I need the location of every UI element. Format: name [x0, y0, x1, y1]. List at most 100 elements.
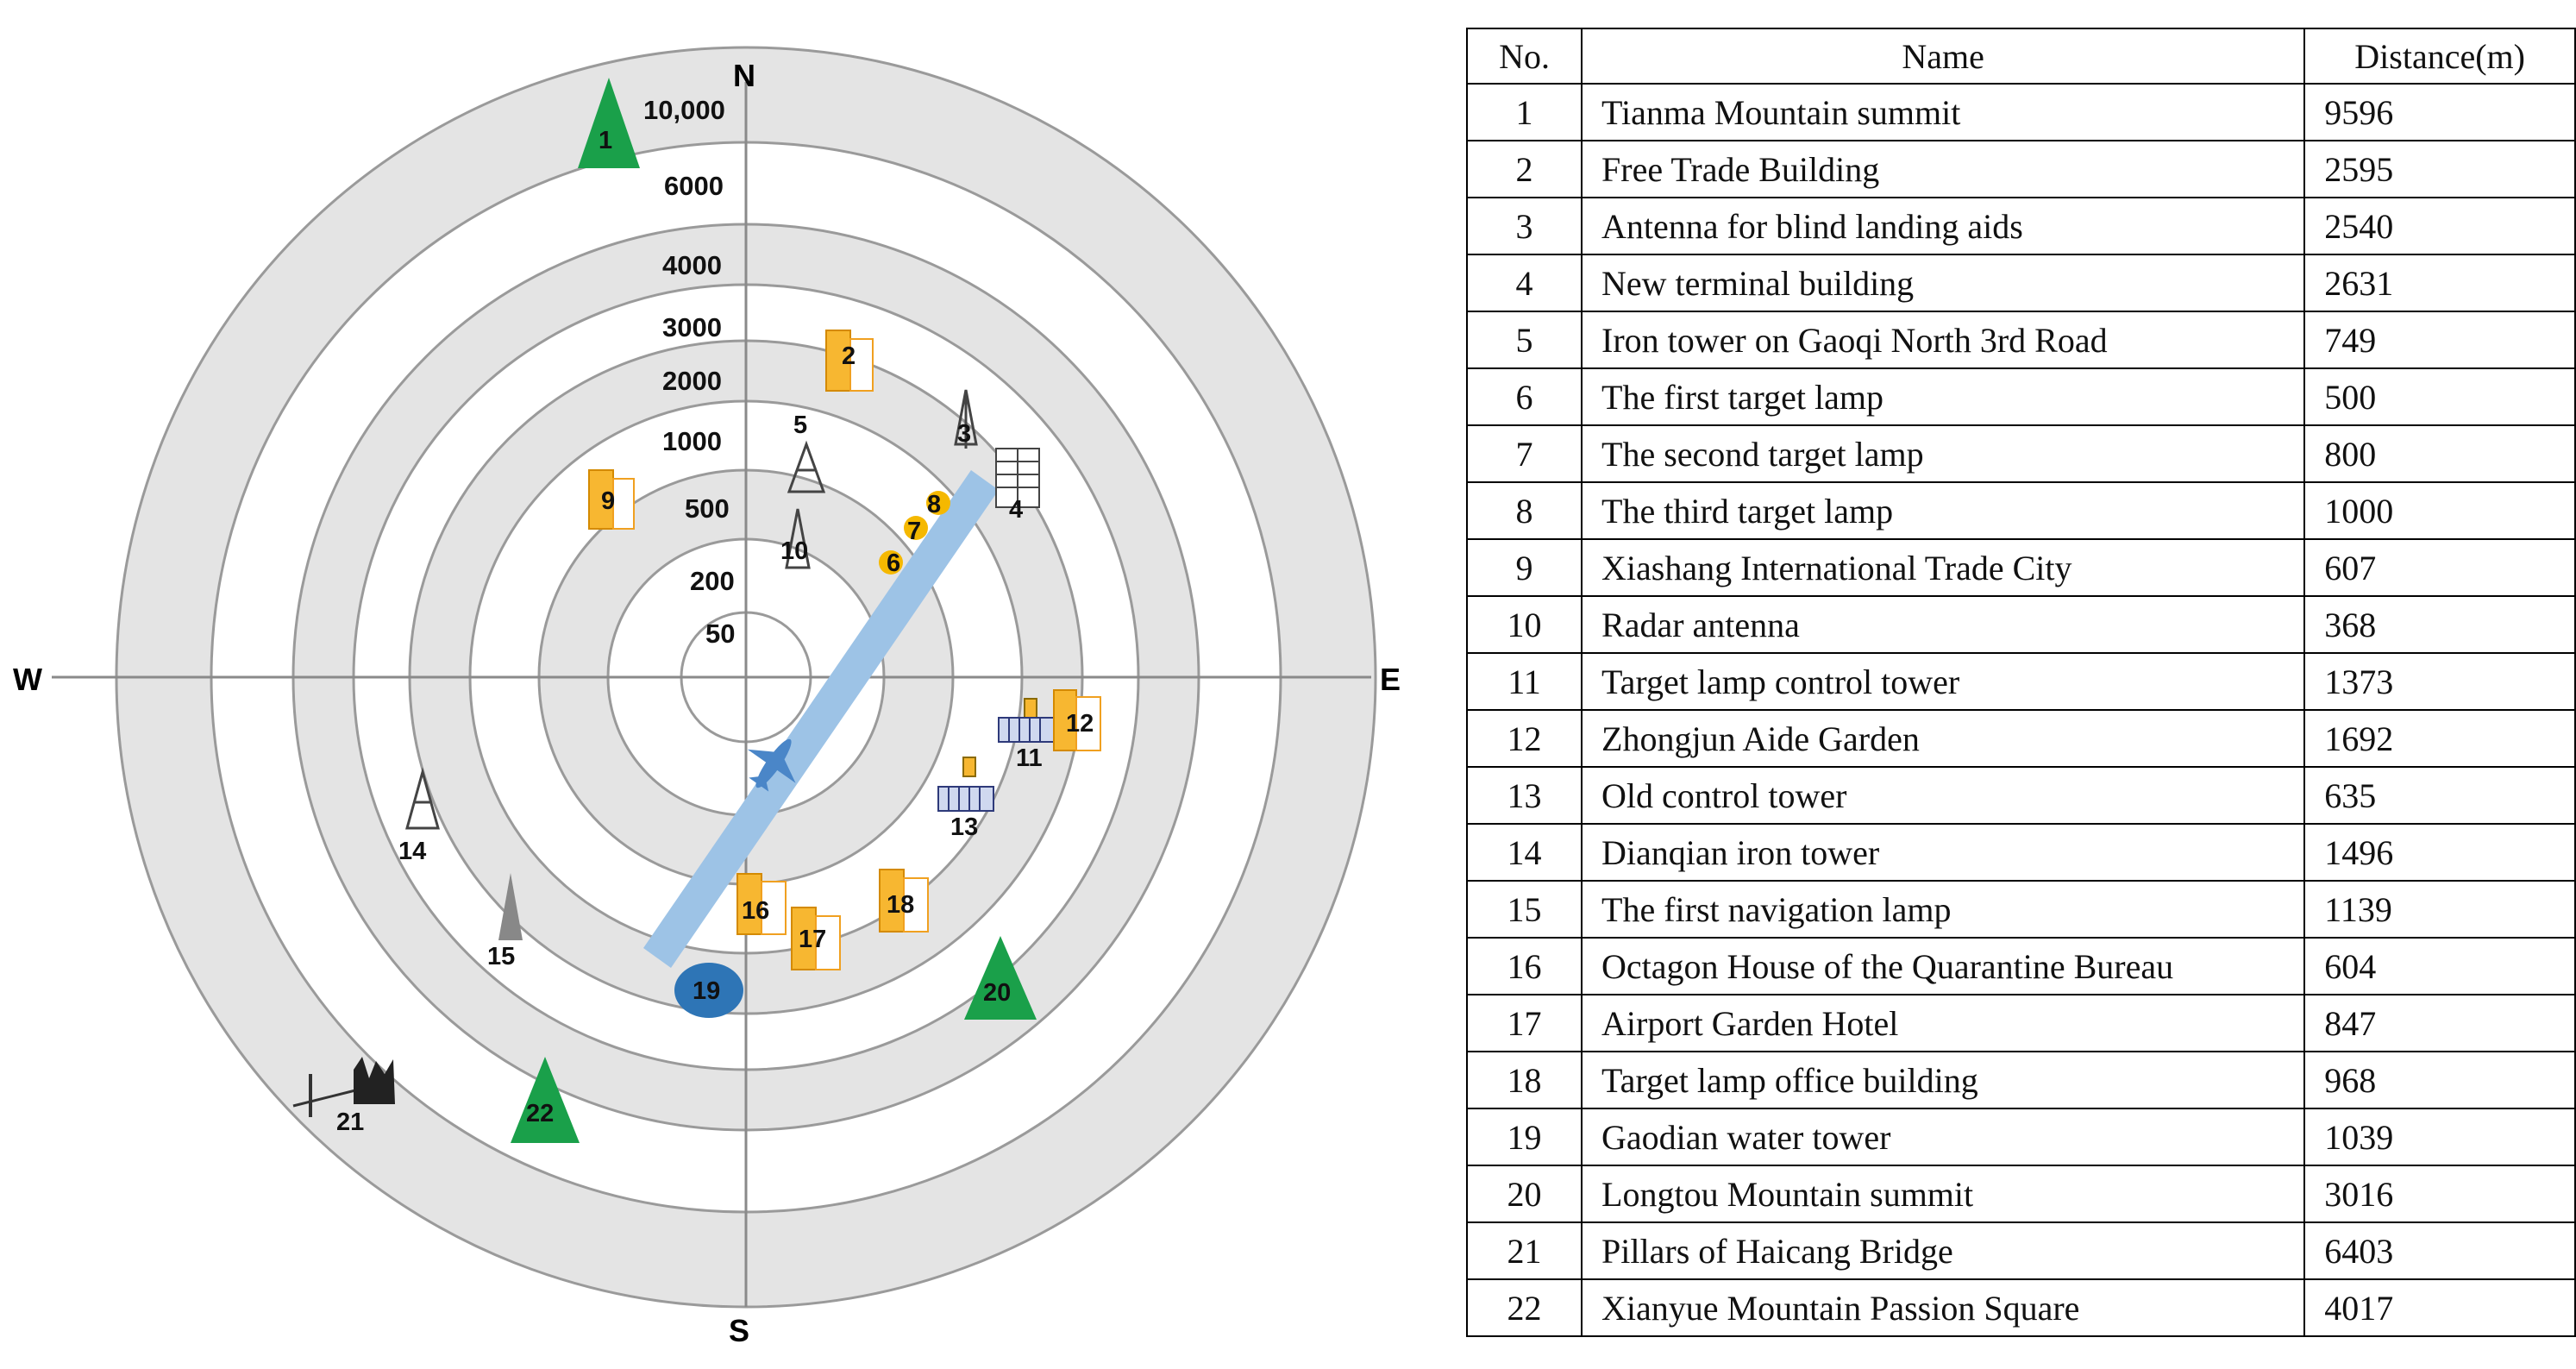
cell-distance: 9596 [2303, 83, 2576, 141]
cell-no: 18 [1465, 1051, 1583, 1109]
cell-name: Target lamp control tower [1581, 652, 2306, 711]
cell-name: Zhongjun Aide Garden [1581, 709, 2306, 768]
cell-distance: 2595 [2303, 140, 2576, 198]
radar-antenna-icon: 10 [780, 508, 811, 569]
ring-label: 4000 [662, 250, 722, 280]
cell-no: 20 [1465, 1165, 1583, 1223]
cell-name: Radar antenna [1581, 595, 2306, 654]
cell-name: The third target lamp [1581, 481, 2306, 540]
building-icon: 18 [879, 869, 929, 933]
cell-no: 15 [1465, 880, 1583, 939]
marker-label: 17 [799, 926, 826, 953]
cell-no: 22 [1465, 1278, 1583, 1337]
marker-label: 10 [780, 537, 808, 565]
cell-no: 5 [1465, 311, 1583, 369]
cell-no: 14 [1465, 823, 1583, 882]
cell-distance: 1139 [2303, 880, 2576, 939]
control-tower-icon: 11 [998, 698, 1055, 772]
cell-distance: 1692 [2303, 709, 2576, 768]
marker-label: 7 [907, 518, 921, 545]
navigation-lamp-icon: 15 [487, 873, 523, 970]
marker-label: 5 [793, 411, 807, 439]
radar-diagram: N S E W 50 200 500 1000 2000 3000 4000 6… [13, 46, 1401, 1348]
building-icon: 16 [736, 873, 787, 935]
ring-label: 200 [690, 566, 735, 596]
ring-label: 500 [685, 493, 730, 524]
mountain-icon: 1 [578, 78, 640, 168]
ring-label: 6000 [664, 171, 724, 201]
col-header-no: No. [1465, 28, 1583, 85]
cell-name: Gaodian water tower [1581, 1108, 2306, 1166]
cell-distance: 368 [2303, 595, 2576, 654]
cell-name: Antenna for blind landing aids [1581, 197, 2306, 255]
cell-name: Pillars of Haicang Bridge [1581, 1221, 2306, 1280]
terminal-building-icon: 4 [995, 448, 1040, 524]
cell-no: 13 [1465, 766, 1583, 825]
building-icon: 2 [825, 330, 874, 392]
cell-name: Old control tower [1581, 766, 2306, 825]
cell-name: Iron tower on Gaoqi North 3rd Road [1581, 311, 2306, 369]
building-icon: 12 [1053, 689, 1101, 751]
cell-name: Tianma Mountain summit [1581, 83, 2306, 141]
cell-no: 21 [1465, 1221, 1583, 1280]
cell-no: 10 [1465, 595, 1583, 654]
marker-label: 18 [887, 891, 914, 919]
cell-no: 12 [1465, 709, 1583, 768]
cell-distance: 968 [2303, 1051, 2576, 1109]
cell-distance: 1039 [2303, 1108, 2576, 1166]
ring-label: 50 [705, 619, 735, 649]
marker-label: 20 [983, 979, 1011, 1007]
cell-name: Airport Garden Hotel [1581, 994, 2306, 1052]
cell-distance: 4017 [2303, 1278, 2576, 1337]
marker-label: 16 [742, 897, 769, 925]
compass-axes [52, 82, 1371, 1307]
col-header-name: Name [1581, 28, 2306, 85]
cell-name: New terminal building [1581, 254, 2306, 312]
marker-label: 9 [601, 487, 615, 515]
iron-tower-icon: 14 [398, 767, 440, 865]
cell-distance: 1000 [2303, 481, 2576, 540]
mountain-icon: 22 [511, 1057, 580, 1143]
cell-name: The second target lamp [1581, 424, 2306, 483]
cell-name: Longtou Mountain summit [1581, 1165, 2306, 1223]
cell-no: 1 [1465, 83, 1583, 141]
ring-label: 2000 [662, 366, 722, 396]
cell-name: Octagon House of the Quarantine Bureau [1581, 937, 2306, 995]
east-label: E [1380, 662, 1401, 697]
ring-label: 10,000 [643, 95, 725, 125]
building-icon: 9 [588, 469, 635, 530]
cell-distance: 2631 [2303, 254, 2576, 312]
cell-no: 7 [1465, 424, 1583, 483]
cell-distance: 847 [2303, 994, 2576, 1052]
marker-label: 21 [336, 1108, 364, 1136]
cell-name: Free Trade Building [1581, 140, 2306, 198]
cell-name: Xiashang International Trade City [1581, 538, 2306, 597]
cell-name: Dianqian iron tower [1581, 823, 2306, 882]
cell-no: 19 [1465, 1108, 1583, 1166]
cell-distance: 3016 [2303, 1165, 2576, 1223]
target-lamp-icon: 8 [926, 491, 950, 518]
cell-no: 6 [1465, 367, 1583, 426]
ring-label: 1000 [662, 426, 722, 456]
south-label: S [729, 1313, 749, 1348]
cell-name: Target lamp office building [1581, 1051, 2306, 1109]
ring-label: 3000 [662, 312, 722, 342]
iron-tower-icon: 5 [787, 411, 826, 493]
cell-distance: 1373 [2303, 652, 2576, 711]
